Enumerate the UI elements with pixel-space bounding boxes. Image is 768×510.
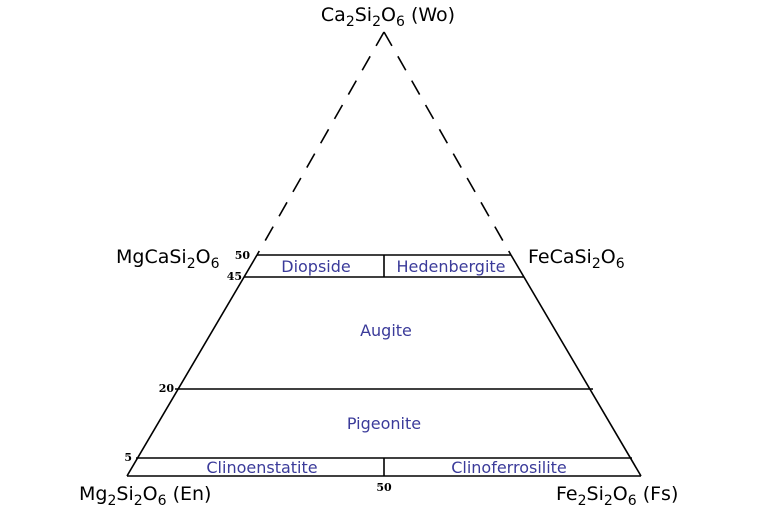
right-solid-edge: [510, 254, 642, 477]
region-diopside: Diopside: [281, 257, 351, 276]
region-clinoferrosilite: Clinoferrosilite: [451, 458, 567, 477]
tick-50: 50: [235, 249, 251, 262]
tick-20: 20: [159, 382, 175, 395]
left-solid-edge: [126, 254, 258, 477]
tick-bottom-50: 50: [376, 481, 392, 494]
label-wollastonite: Ca2Si2O6 (Wo): [321, 4, 455, 30]
label-enstatite: Mg2Si2O6 (En): [79, 483, 211, 509]
tick-5: 5: [124, 451, 132, 464]
right-dashed-edge: [383, 31, 512, 256]
left-dashed-edge: [256, 31, 385, 256]
region-clinoenstatite: Clinoenstatite: [206, 458, 317, 477]
region-pigeonite: Pigeonite: [347, 414, 421, 433]
label-ferrosilite: Fe2Si2O6 (Fs): [556, 483, 678, 509]
tick-45: 45: [227, 270, 242, 283]
region-augite: Augite: [360, 321, 412, 340]
label-hedenbergite-endmember: FeCaSi2O6: [528, 246, 625, 272]
label-diopside-endmember: MgCaSi2O6: [116, 246, 220, 272]
region-hedenbergite: Hedenbergite: [396, 257, 505, 276]
